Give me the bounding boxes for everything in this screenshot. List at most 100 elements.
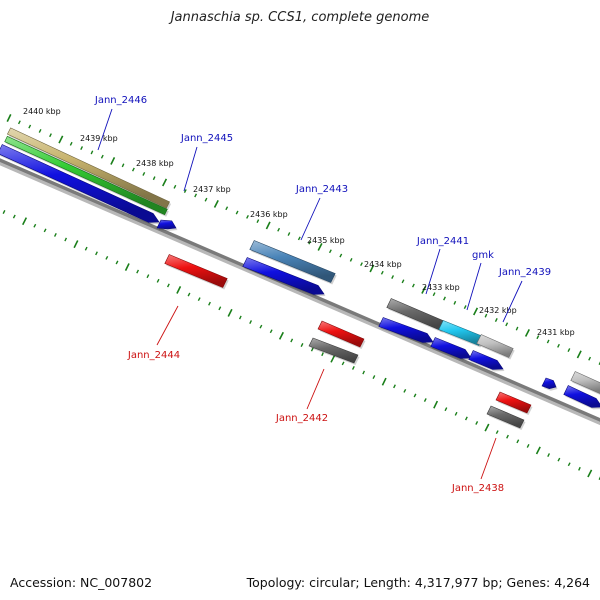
tick-mark [567, 348, 571, 353]
tick-mark [256, 219, 260, 224]
tick-mark [393, 384, 396, 389]
tick-mark [49, 133, 52, 138]
tick-mark [432, 292, 436, 297]
tick-mark [6, 114, 12, 122]
tick-mark [495, 430, 499, 435]
tick-mark [176, 286, 182, 294]
gene-arrow-jann-2443 [242, 257, 325, 295]
tick-mark [124, 263, 130, 271]
tick-mark [2, 210, 6, 214]
tick-mark [328, 249, 332, 254]
kbp-label: 2436 kbp [250, 210, 288, 219]
tick-mark [463, 305, 467, 310]
tick-mark [225, 206, 229, 211]
tick-mark [535, 446, 541, 455]
tick-mark [339, 253, 343, 258]
tick-mark [494, 318, 498, 322]
tick-mark [401, 279, 405, 284]
tick-mark [115, 260, 119, 265]
tick-mark [403, 388, 407, 393]
tick-mark [506, 434, 509, 439]
gene-bar-jann-2443 [249, 240, 336, 283]
tick-mark [453, 300, 457, 305]
tick-mark [183, 189, 187, 194]
tick-mark [69, 141, 73, 146]
tick-mark [121, 163, 125, 168]
kbp-label: 2440 kbp [23, 107, 61, 116]
gene-arrow-small-2 [541, 377, 557, 390]
gene-label: Jann_2446 [94, 95, 147, 106]
kbp-label: 2439 kbp [80, 134, 118, 143]
tick-mark [557, 343, 560, 348]
tick-mark [38, 128, 42, 133]
tick-mark [58, 135, 64, 144]
tick-mark [259, 324, 263, 329]
accession-label: Accession: NC_007802 [10, 575, 153, 590]
tick-mark [380, 270, 384, 275]
gene-bar-jann-2442 [308, 337, 359, 364]
gene-arrow-jann-2439 [468, 350, 504, 370]
tick-mark [156, 278, 160, 283]
tick-mark [235, 210, 239, 215]
tick-mark [218, 306, 222, 311]
tick-mark [576, 350, 582, 359]
gene-bar-jann-2438 [486, 405, 525, 429]
tick-mark [166, 283, 170, 288]
tick-mark [246, 214, 249, 219]
kbp-label: 2437 kbp [193, 185, 231, 194]
gene-arrow-gmk [430, 337, 472, 359]
tick-mark [454, 411, 458, 416]
tick-mark [95, 251, 98, 256]
tick-mark [505, 322, 509, 327]
tick-mark [330, 354, 336, 363]
gene-label: Jann_2441 [416, 236, 469, 247]
tick-mark [526, 443, 530, 448]
leader-line [480, 437, 497, 480]
leader-line [183, 146, 198, 192]
gene-bar-jann-2446 [6, 127, 171, 209]
kbp-label: 2432 kbp [479, 306, 517, 315]
tick-mark [317, 243, 323, 251]
kbp-label: 2434 kbp [364, 260, 402, 269]
tick-mark [464, 416, 468, 421]
tick-mark [187, 292, 191, 297]
genome-summary: Topology: circular; Length: 4,317,977 bp… [246, 575, 590, 590]
tick-mark [131, 167, 135, 172]
tick-mark [142, 171, 146, 176]
gene-bar-gmk [438, 320, 484, 346]
tick-mark [423, 398, 427, 402]
tick-layer [2, 114, 600, 480]
tick-mark [381, 377, 387, 386]
tick-mark [516, 439, 520, 444]
tick-mark [297, 236, 301, 241]
tick-mark [433, 400, 439, 409]
kbp-label: 2431 kbp [537, 328, 575, 337]
tick-mark [475, 421, 479, 425]
tick-mark [269, 329, 273, 334]
tick-mark [33, 223, 37, 228]
leader-line [466, 262, 482, 311]
tick-mark [341, 361, 345, 366]
tick-mark [484, 423, 490, 432]
tick-mark [536, 335, 540, 340]
tick-mark [278, 331, 284, 340]
backbone-shadow [0, 158, 600, 426]
tick-mark [290, 338, 294, 343]
gene-label: Jann_2438 [451, 483, 504, 494]
leader-line [306, 368, 325, 410]
tick-mark [557, 457, 561, 462]
tick-mark [73, 240, 79, 249]
tick-mark [265, 221, 271, 230]
tick-mark [146, 274, 150, 279]
tick-mark [213, 200, 219, 208]
gene-arrow-edge [563, 385, 600, 408]
tick-mark [362, 370, 366, 375]
tick-mark [84, 246, 88, 251]
tick-mark [351, 365, 355, 370]
backbone-line [0, 158, 600, 422]
gene-label: Jann_2445 [180, 133, 233, 144]
tick-mark [372, 375, 376, 380]
tick-mark [547, 453, 551, 458]
